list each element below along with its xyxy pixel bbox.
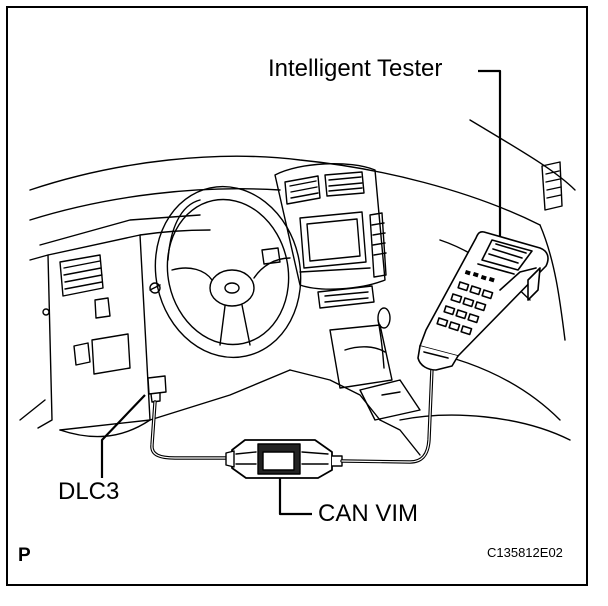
leader-lines [100, 69, 502, 516]
can-vim-module [225, 439, 343, 479]
tester-leader-line [478, 69, 502, 236]
intelligent-tester-device [417, 230, 549, 371]
steering-wheel [149, 185, 302, 359]
right-air-vent [541, 161, 563, 211]
center-console [274, 163, 421, 421]
tester-cable [340, 366, 434, 464]
dlc3-connector [147, 375, 167, 403]
intelligent-tester-label: Intelligent Tester [268, 55, 443, 82]
page-letter: P [18, 545, 31, 566]
dlc3-leader-line [100, 394, 146, 478]
dlc3-label: DLC3 [58, 478, 120, 505]
canvim-leader-line [278, 478, 312, 516]
dlc3-cable [150, 400, 234, 460]
figure-code: C135812E02 [487, 545, 563, 560]
can-vim-label: CAN VIM [318, 500, 419, 527]
left-air-vent [42, 254, 131, 375]
